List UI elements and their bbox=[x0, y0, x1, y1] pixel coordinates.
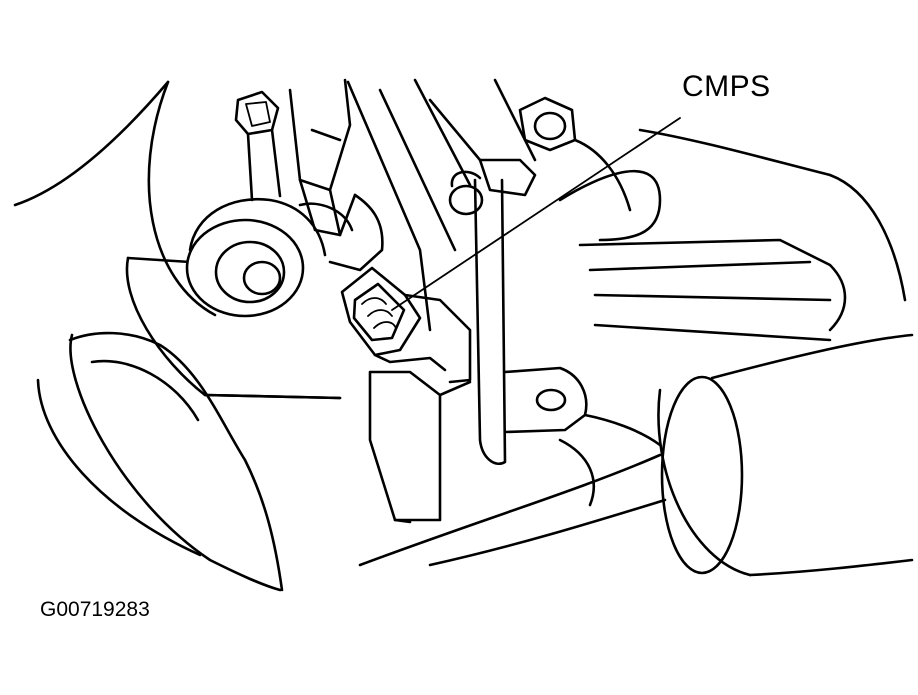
right-bolt bbox=[518, 96, 632, 212]
engine-block-plate bbox=[346, 78, 537, 332]
right-tube bbox=[657, 333, 914, 577]
cmps-sensor-connector bbox=[340, 266, 472, 384]
callout-leader-line bbox=[391, 117, 681, 311]
round-fitting bbox=[185, 197, 354, 318]
left-hose bbox=[68, 331, 284, 592]
lower-left-housing bbox=[36, 256, 342, 592]
pulley-arcs bbox=[13, 80, 217, 317]
figure-id-text: G00719283 bbox=[40, 598, 150, 621]
right-housing bbox=[558, 128, 907, 342]
upper-bracket bbox=[288, 78, 384, 272]
bottom-lines bbox=[203, 393, 667, 567]
cmps-callout-label: CMPS bbox=[682, 70, 771, 103]
top-bolt bbox=[234, 90, 282, 202]
center-arm bbox=[448, 170, 507, 465]
sensor-mount-block bbox=[368, 370, 472, 524]
lower-bracket bbox=[503, 366, 662, 507]
